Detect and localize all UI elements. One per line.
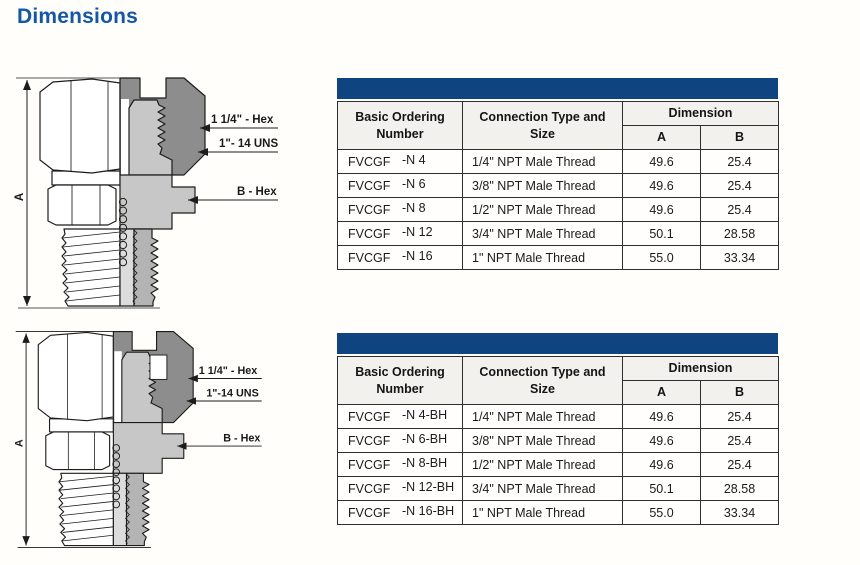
dim-a-cell: 55.0	[622, 500, 701, 525]
col-header-ordering-number: Basic Ordering Number	[337, 356, 463, 405]
table-row: FVCGF-N 8-BH 1/2" NPT Male Thread 49.6 2…	[337, 452, 779, 477]
uns-thread-label: 1"- 14 UNS	[219, 138, 278, 150]
col-header-b: B	[700, 125, 779, 150]
dim-a-cell: 49.6	[622, 428, 701, 453]
table-row: FVCGF-N 12-BH 3/4" NPT Male Thread 50.1 …	[337, 476, 779, 501]
table-row: FVCGF-N 8 1/2" NPT Male Thread 49.6 25.4	[337, 197, 779, 222]
uns-thread-label: 1"-14 UNS	[206, 387, 258, 399]
connection-cell: 1" NPT Male Thread	[462, 245, 623, 270]
ordering-number-cell: FVCGF-N 6	[337, 173, 463, 198]
ordering-number-cell: FVCGF-N 4-BH	[337, 404, 463, 429]
col-header-connection-type: Connection Type and Size	[462, 101, 623, 150]
ordering-number-cell: FVCGF-N 8-BH	[337, 452, 463, 477]
dim-a-cell: 49.6	[622, 197, 701, 222]
bulkhead-groove	[149, 354, 168, 380]
dim-b-cell: 25.4	[700, 452, 779, 477]
connection-cell: 1/4" NPT Male Thread	[462, 149, 623, 174]
table-row: FVCGF-N 12 3/4" NPT Male Thread 50.1 28.…	[337, 221, 779, 246]
ordering-number-cell: FVCGF-N 4	[337, 149, 463, 174]
col-header-a: A	[622, 380, 701, 405]
dimension-a-label: A	[14, 193, 26, 201]
table-accent-bar	[337, 78, 778, 99]
connection-cell: 1/2" NPT Male Thread	[462, 197, 623, 222]
dim-b-cell: 25.4	[700, 197, 779, 222]
dim-b-cell: 25.4	[700, 428, 779, 453]
dim-b-cell: 33.34	[700, 245, 779, 270]
dim-b-cell: 28.58	[700, 221, 779, 246]
col-header-b: B	[700, 380, 779, 405]
dim-a-cell: 50.1	[622, 476, 701, 501]
fitting-diagram-svg: 1 1/4" - Hex 1"-14 UNS B - Hex A	[13, 322, 303, 557]
dim-b-cell: 25.4	[700, 173, 779, 198]
table-row: FVCGF-N 6-BH 3/8" NPT Male Thread 49.6 2…	[337, 428, 779, 453]
connection-cell: 3/8" NPT Male Thread	[462, 173, 623, 198]
col-header-a: A	[622, 125, 701, 150]
connection-cell: 1/2" NPT Male Thread	[462, 452, 623, 477]
connection-cell: 1" NPT Male Thread	[462, 500, 623, 525]
dim-a-cell: 49.6	[622, 149, 701, 174]
connection-cell: 1/4" NPT Male Thread	[462, 404, 623, 429]
hex-size-label: 1 1/4" - Hex	[199, 365, 257, 377]
table-row: FVCGF-N 6 3/8" NPT Male Thread 49.6 25.4	[337, 173, 779, 198]
table-row: FVCGF-N 4 1/4" NPT Male Thread 49.6 25.4	[337, 149, 779, 174]
dimensions-table-bulkhead: Basic Ordering Number Connection Type an…	[337, 333, 779, 525]
ordering-number-cell: FVCGF-N 8	[337, 197, 463, 222]
fitting-diagram-svg: 1 1/4" - Hex 1"- 14 UNS B - Hex A	[14, 68, 322, 318]
col-header-connection-type: Connection Type and Size	[462, 356, 623, 405]
table-accent-bar	[337, 333, 778, 354]
table-row: FVCGF-N 16-BH 1" NPT Male Thread 55.0 33…	[337, 500, 779, 525]
ordering-number-cell: FVCGF-N 16-BH	[337, 500, 463, 525]
dimensions-table: Basic Ordering Number Connection Type an…	[337, 78, 779, 270]
ordering-number-cell: FVCGF-N 12	[337, 221, 463, 246]
ordering-number-cell: FVCGF-N 16	[337, 245, 463, 270]
dim-b-cell: 33.34	[700, 500, 779, 525]
b-hex-label: B - Hex	[237, 186, 277, 198]
dimension-a-label: A	[13, 439, 25, 447]
dim-b-cell: 25.4	[700, 149, 779, 174]
page-title: Dimensions	[17, 5, 139, 28]
dim-b-cell: 28.58	[700, 476, 779, 501]
col-header-dimension: Dimension	[622, 101, 779, 126]
table-row: FVCGF-N 4-BH 1/4" NPT Male Thread 49.6 2…	[337, 404, 779, 429]
dim-a-cell: 49.6	[622, 404, 701, 429]
ordering-number-cell: FVCGF-N 6-BH	[337, 428, 463, 453]
col-header-ordering-number: Basic Ordering Number	[337, 101, 463, 150]
col-header-dimension: Dimension	[622, 356, 779, 381]
connection-cell: 3/4" NPT Male Thread	[462, 476, 623, 501]
fitting-cross-section-diagram: 1 1/4" - Hex 1"- 14 UNS B - Hex A	[12, 68, 322, 323]
ordering-number-cell: FVCGF-N 12-BH	[337, 476, 463, 501]
fitting-cross-section-diagram-bulkhead: 1 1/4" - Hex 1"-14 UNS B - Hex A	[12, 322, 303, 562]
dim-a-cell: 49.6	[622, 173, 701, 198]
table-row: FVCGF-N 16 1" NPT Male Thread 55.0 33.34	[337, 245, 779, 270]
connection-cell: 3/4" NPT Male Thread	[462, 221, 623, 246]
dim-a-cell: 50.1	[622, 221, 701, 246]
dim-a-cell: 55.0	[622, 245, 701, 270]
hex-size-label: 1 1/4" - Hex	[211, 114, 274, 126]
connection-cell: 3/8" NPT Male Thread	[462, 428, 623, 453]
dim-a-cell: 49.6	[622, 452, 701, 477]
b-hex-label: B - Hex	[223, 432, 260, 444]
dim-b-cell: 25.4	[700, 404, 779, 429]
